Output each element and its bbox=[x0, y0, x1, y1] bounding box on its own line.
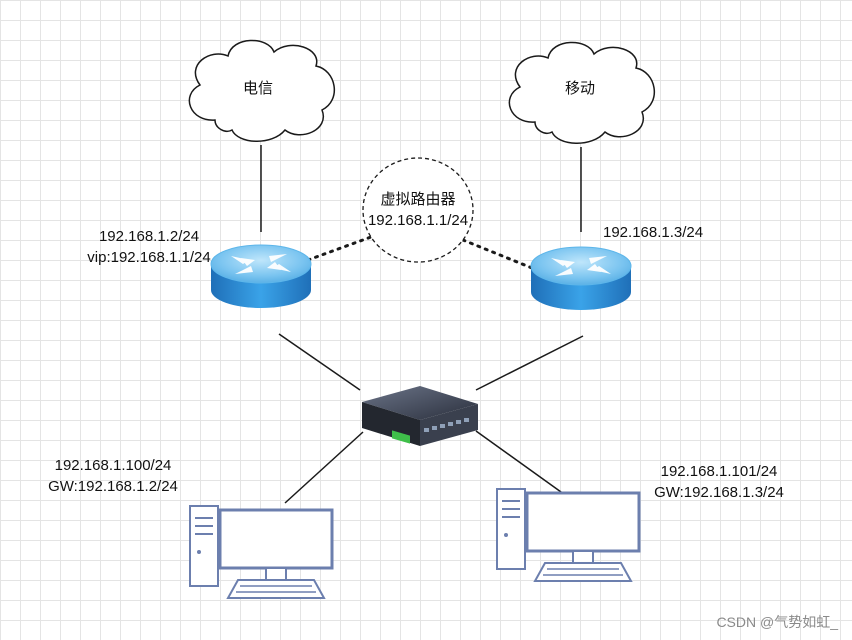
router-left-ip: 192.168.1.2/24 bbox=[98, 228, 200, 245]
vrrp-link-right bbox=[461, 238, 534, 270]
pc-right-icon bbox=[495, 487, 641, 583]
pc-left-icon bbox=[188, 504, 334, 600]
cloud-mobile-label: 移动 bbox=[565, 80, 596, 97]
cloud-telecom-label: 电信 bbox=[243, 80, 274, 97]
switch-icon bbox=[362, 386, 478, 446]
cloud-mobile bbox=[508, 41, 656, 144]
router-right-ip: 192.168.1.3/24 bbox=[603, 224, 704, 241]
pc-right-gw: GW:192.168.1.3/24 bbox=[654, 484, 784, 501]
link-router-left-switch bbox=[278, 333, 361, 391]
virtual-router-circle bbox=[362, 157, 474, 263]
pc-right-ip: 192.168.1.101/24 bbox=[660, 463, 778, 480]
virtual-router-ip: 192.168.1.1/24 bbox=[367, 212, 469, 229]
vrrp-link-left bbox=[306, 235, 373, 262]
router-left-vip: vip:192.168.1.1/24 bbox=[87, 249, 211, 266]
link-router-right-switch bbox=[475, 335, 584, 391]
pc-left-gw: GW:192.168.1.2/24 bbox=[48, 478, 178, 495]
router-right-icon bbox=[530, 246, 632, 311]
virtual-router-name: 虚拟路由器 bbox=[380, 191, 456, 208]
link-switch-pc-left bbox=[284, 431, 364, 504]
cloud-telecom bbox=[188, 39, 336, 142]
link-switch-pc-right bbox=[475, 430, 569, 498]
watermark: CSDN @气势如虹_ bbox=[716, 614, 838, 630]
pc-left-ip: 192.168.1.100/24 bbox=[54, 457, 172, 474]
router-left-icon bbox=[210, 244, 312, 309]
